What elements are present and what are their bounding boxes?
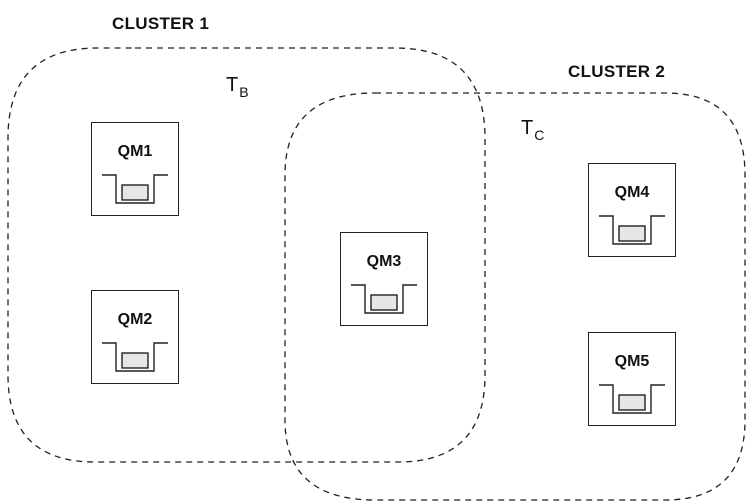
qm2-label: QM2 — [117, 311, 153, 328]
qm4-label: QM4 — [614, 184, 650, 201]
queue-manager-qm3[interactable]: QM3 — [340, 232, 428, 326]
qm1-label: QM1 — [117, 143, 153, 160]
qm3-label: QM3 — [366, 253, 402, 270]
cluster-1-label: CLUSTER 1 — [112, 14, 210, 33]
queue-manager-qm1[interactable]: QM1 — [91, 122, 179, 216]
queue-icon — [599, 384, 665, 414]
cluster-2-label: CLUSTER 2 — [568, 62, 666, 81]
queue-manager-qm5[interactable]: QM5 — [588, 332, 676, 426]
queue-manager-qm2[interactable]: QM2 — [91, 290, 179, 384]
topic-b-subscript: B — [239, 84, 249, 100]
topic-c-label: TC — [521, 117, 544, 143]
queue-icon — [599, 215, 665, 245]
qm5-label: QM5 — [614, 353, 650, 370]
queue-manager-qm4[interactable]: QM4 — [588, 163, 676, 257]
cluster-1-boundary — [7, 47, 486, 463]
topic-b-letter: T — [226, 74, 239, 96]
topic-c-letter: T — [521, 117, 534, 139]
queue-icon — [351, 284, 417, 314]
topic-b-label: TB — [226, 74, 249, 100]
queue-icon — [102, 174, 168, 204]
queue-icon — [102, 342, 168, 372]
cluster-2-boundary — [284, 92, 746, 501]
topic-c-subscript: C — [534, 127, 545, 143]
